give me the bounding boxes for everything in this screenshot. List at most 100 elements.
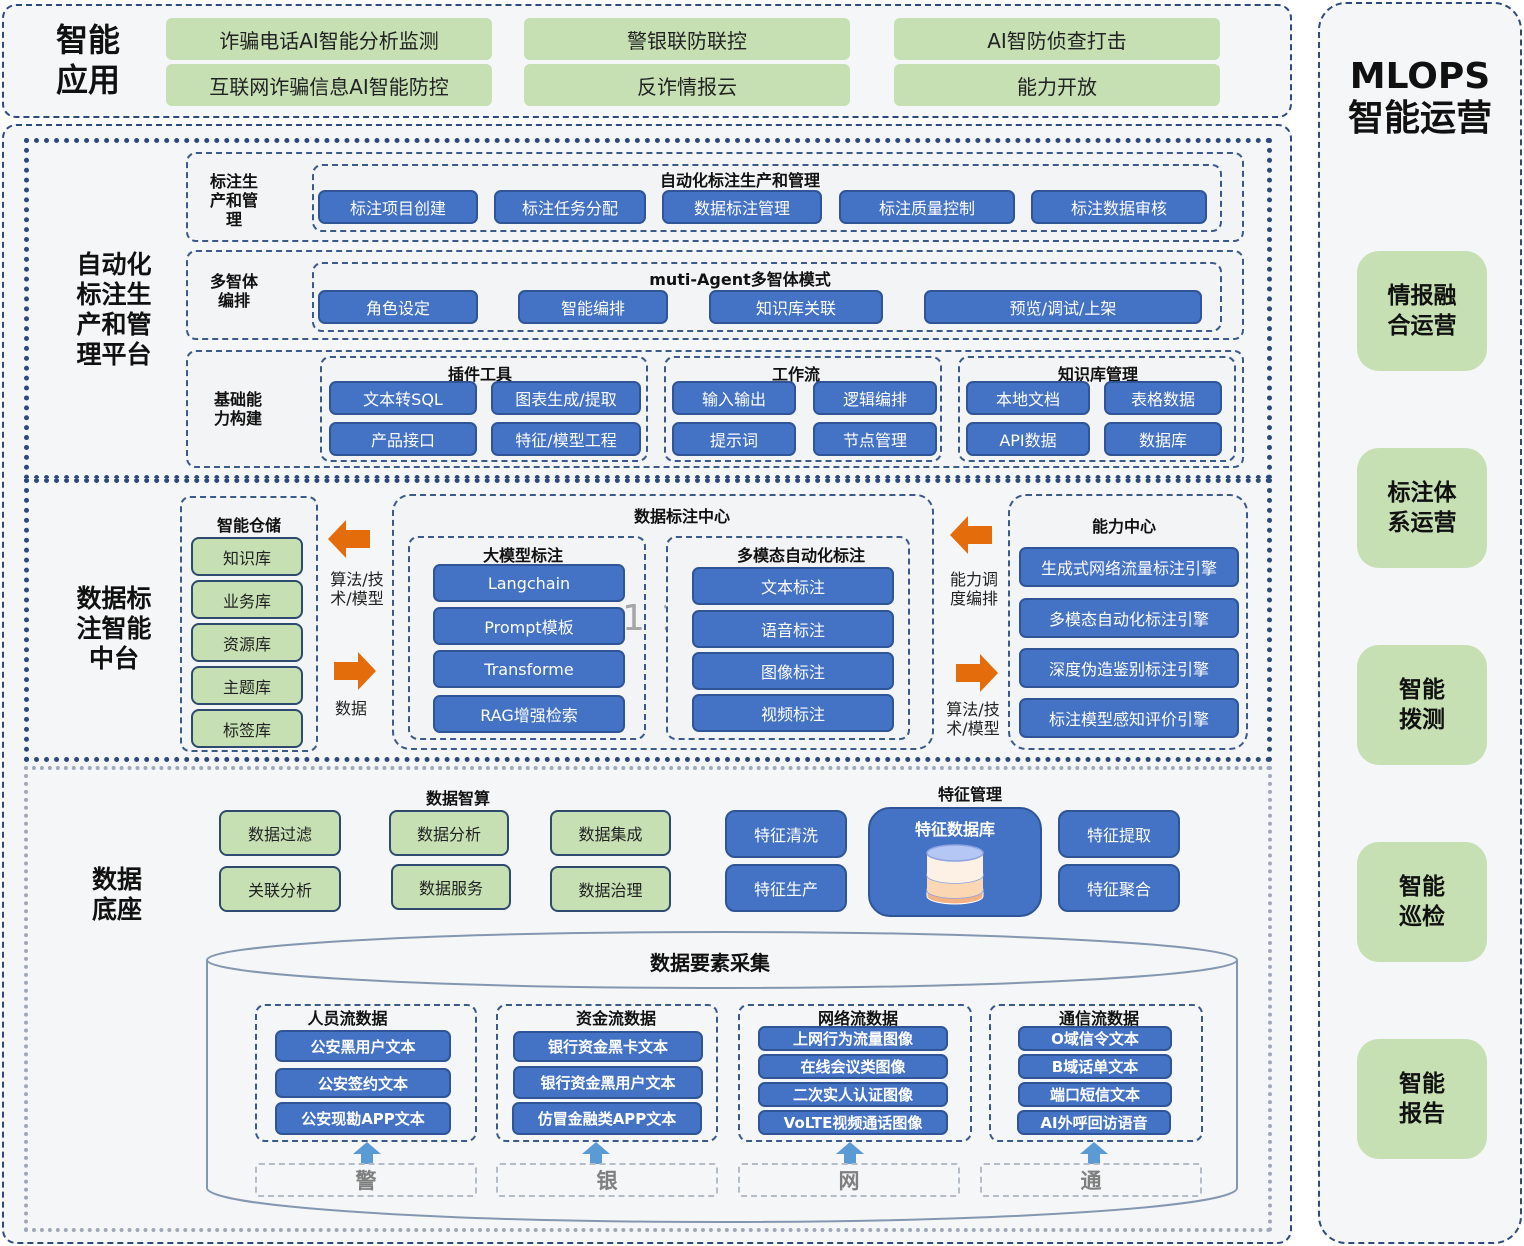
source-telecom: 通 <box>980 1163 1202 1197</box>
llm-annotation-item[interactable]: Prompt模板 <box>433 607 625 645</box>
arrow-up-icon <box>582 1142 610 1164</box>
mlops-item[interactable]: 智能 巡检 <box>1357 842 1487 962</box>
storage-item[interactable]: 业务库 <box>191 580 303 619</box>
annotation-mgmt-item[interactable]: 标注数据审核 <box>1031 190 1207 224</box>
llm-annotation-item[interactable]: Langchain <box>433 564 625 602</box>
mlops-item[interactable]: 智能 拨测 <box>1357 645 1487 765</box>
annotation-mgmt-item[interactable]: 标注项目创建 <box>318 190 478 224</box>
app-item[interactable]: 诈骗电话AI智能分析监测 <box>166 18 492 60</box>
workflow-item[interactable]: 提示词 <box>672 422 796 456</box>
app-item[interactable]: 警银联防联控 <box>524 18 850 60</box>
multimodal-annotation-item[interactable]: 文本标注 <box>692 567 894 605</box>
platform-title: 自动化 标注生 产和管 理平台 <box>76 250 152 369</box>
capability-engine-item[interactable]: 多模态自动化标注引擎 <box>1019 598 1239 638</box>
knowledge-mgmt-item[interactable]: 表格数据 <box>1104 381 1222 415</box>
multimodal-annotation-item[interactable]: 视频标注 <box>692 694 894 732</box>
workflow-item[interactable]: 逻辑编排 <box>813 381 937 415</box>
collect-item[interactable]: B域话单文本 <box>1018 1054 1172 1079</box>
plugin-tool-item[interactable]: 图表生成/提取 <box>491 381 641 415</box>
compute-item[interactable]: 数据治理 <box>550 866 671 912</box>
multimodal-annotation-title: 多模态自动化标注 <box>736 546 865 565</box>
compute-title: 数据智算 <box>425 789 490 808</box>
app-item[interactable]: 能力开放 <box>894 64 1220 106</box>
collect-group <box>989 1004 1203 1142</box>
multi-agent-item[interactable]: 知识库关联 <box>709 290 883 324</box>
collect-group-title: 网络流数据 <box>817 1009 898 1028</box>
annotation-mgmt-item[interactable]: 数据标注管理 <box>662 190 822 224</box>
storage-item[interactable]: 知识库 <box>191 537 303 576</box>
compute-item[interactable]: 数据服务 <box>391 864 511 910</box>
collect-item[interactable]: 在线会议类图像 <box>758 1054 948 1079</box>
plugin-tool-item[interactable]: 产品接口 <box>329 422 477 456</box>
collect-item[interactable]: 银行资金黑用户文本 <box>513 1066 703 1099</box>
arrow-right-label: 数据 <box>334 699 367 718</box>
arrow-up-icon <box>836 1142 864 1164</box>
feature-item[interactable]: 特征生产 <box>725 864 847 912</box>
multimodal-annotation-item[interactable]: 图像标注 <box>692 652 894 690</box>
collect-item[interactable]: 端口短信文本 <box>1018 1082 1172 1107</box>
knowledge-mgmt-item[interactable]: 数据库 <box>1104 422 1222 456</box>
algorithm-label: 算法/技 术/模型 <box>946 700 1000 738</box>
mlops-item[interactable]: 情报融 合运营 <box>1357 251 1487 371</box>
multi-agent-item[interactable]: 角色设定 <box>318 290 478 324</box>
plugin-tool-item[interactable]: 文本转SQL <box>329 381 477 415</box>
annotation-mgmt-item[interactable]: 标注任务分配 <box>494 190 646 224</box>
collect-item[interactable]: 银行资金黑卡文本 <box>513 1031 703 1062</box>
arrow-right-icon <box>956 654 998 692</box>
workflow-item[interactable]: 输入输出 <box>672 381 796 415</box>
mlops-panel <box>1318 2 1522 1244</box>
feature-item[interactable]: 特征提取 <box>1058 810 1180 858</box>
feature-item[interactable]: 特征清洗 <box>725 810 847 858</box>
collect-group-title: 通信流数据 <box>1058 1009 1139 1028</box>
storage-item[interactable]: 主题库 <box>191 666 303 705</box>
storage-item[interactable]: 标签库 <box>191 709 303 748</box>
data-collection-title: 数据要素采集 <box>650 951 770 975</box>
capability-engine-item[interactable]: 生成式网络流量标注引擎 <box>1019 547 1239 587</box>
multi-agent-item[interactable]: 预览/调试/上架 <box>924 290 1202 324</box>
knowledge-mgmt-item[interactable]: 本地文档 <box>966 381 1090 415</box>
capability-engine-item[interactable]: 深度伪造鉴别标注引擎 <box>1019 648 1239 688</box>
feature-item[interactable]: 特征聚合 <box>1058 864 1180 912</box>
storage-item[interactable]: 资源库 <box>191 623 303 662</box>
plugin-tool-item[interactable]: 特征/模型工程 <box>491 422 641 456</box>
compute-item[interactable]: 数据集成 <box>550 810 671 856</box>
collect-group <box>496 1004 718 1142</box>
mlops-item[interactable]: 智能 报告 <box>1357 1039 1487 1159</box>
collect-item[interactable]: 公安现勘APP文本 <box>275 1102 451 1135</box>
mlops-item[interactable]: 标注体 系运营 <box>1357 448 1487 568</box>
source-network: 网 <box>738 1163 960 1197</box>
collect-item[interactable]: 仿冒金融类APP文本 <box>512 1102 702 1135</box>
multimodal-annotation-item[interactable]: 语音标注 <box>692 610 894 648</box>
app-item[interactable]: 互联网诈骗信息AI智能防控 <box>166 64 492 106</box>
collect-item[interactable]: AI外呼回访语音 <box>1017 1110 1171 1135</box>
compute-item[interactable]: 数据分析 <box>389 810 509 856</box>
collect-item[interactable]: O域信令文本 <box>1018 1026 1172 1051</box>
llm-annotation-item[interactable]: Transforme <box>433 650 625 688</box>
base-title: 数据 底座 <box>91 865 142 924</box>
compute-item[interactable]: 关联分析 <box>219 866 341 912</box>
collect-item[interactable]: 上网行为流量图像 <box>758 1026 948 1051</box>
knowledge-mgmt-item[interactable]: API数据 <box>966 422 1090 456</box>
annotation-mgmt-item[interactable]: 标注质量控制 <box>839 190 1015 224</box>
collect-item[interactable]: 公安签约文本 <box>275 1068 451 1098</box>
row-base-capability-label: 基础能 力构建 <box>213 390 262 428</box>
multi-agent-item[interactable]: 智能编排 <box>518 290 668 324</box>
arrow-left-icon <box>950 516 992 554</box>
workflow-item[interactable]: 节点管理 <box>813 422 937 456</box>
collect-item[interactable]: VoLTE视频通话图像 <box>758 1110 948 1135</box>
app-item[interactable]: AI智防侦查打击 <box>894 18 1220 60</box>
collect-group-title: 人员流数据 <box>307 1009 388 1028</box>
capability-scheduling-label: 能力调 度编排 <box>949 570 998 608</box>
collect-item[interactable]: 二次实人认证图像 <box>758 1082 948 1107</box>
capability-center-title: 能力中心 <box>1091 517 1156 536</box>
arrow-right-icon <box>334 652 376 690</box>
compute-item[interactable]: 数据过滤 <box>219 810 341 856</box>
row-multi-agent-label: 多智体 编排 <box>209 272 258 310</box>
workflow-title: 工作流 <box>771 365 820 384</box>
arrow-left-icon <box>328 520 370 558</box>
app-item[interactable]: 反诈情报云 <box>524 64 850 106</box>
llm-annotation-item[interactable]: RAG增强检索 <box>433 695 625 733</box>
capability-engine-item[interactable]: 标注模型感知评价引擎 <box>1019 698 1239 738</box>
collect-item[interactable]: 公安黑用户文本 <box>275 1030 451 1062</box>
row-annotation-mgmt-label: 标注生 产和管 理 <box>209 172 258 229</box>
